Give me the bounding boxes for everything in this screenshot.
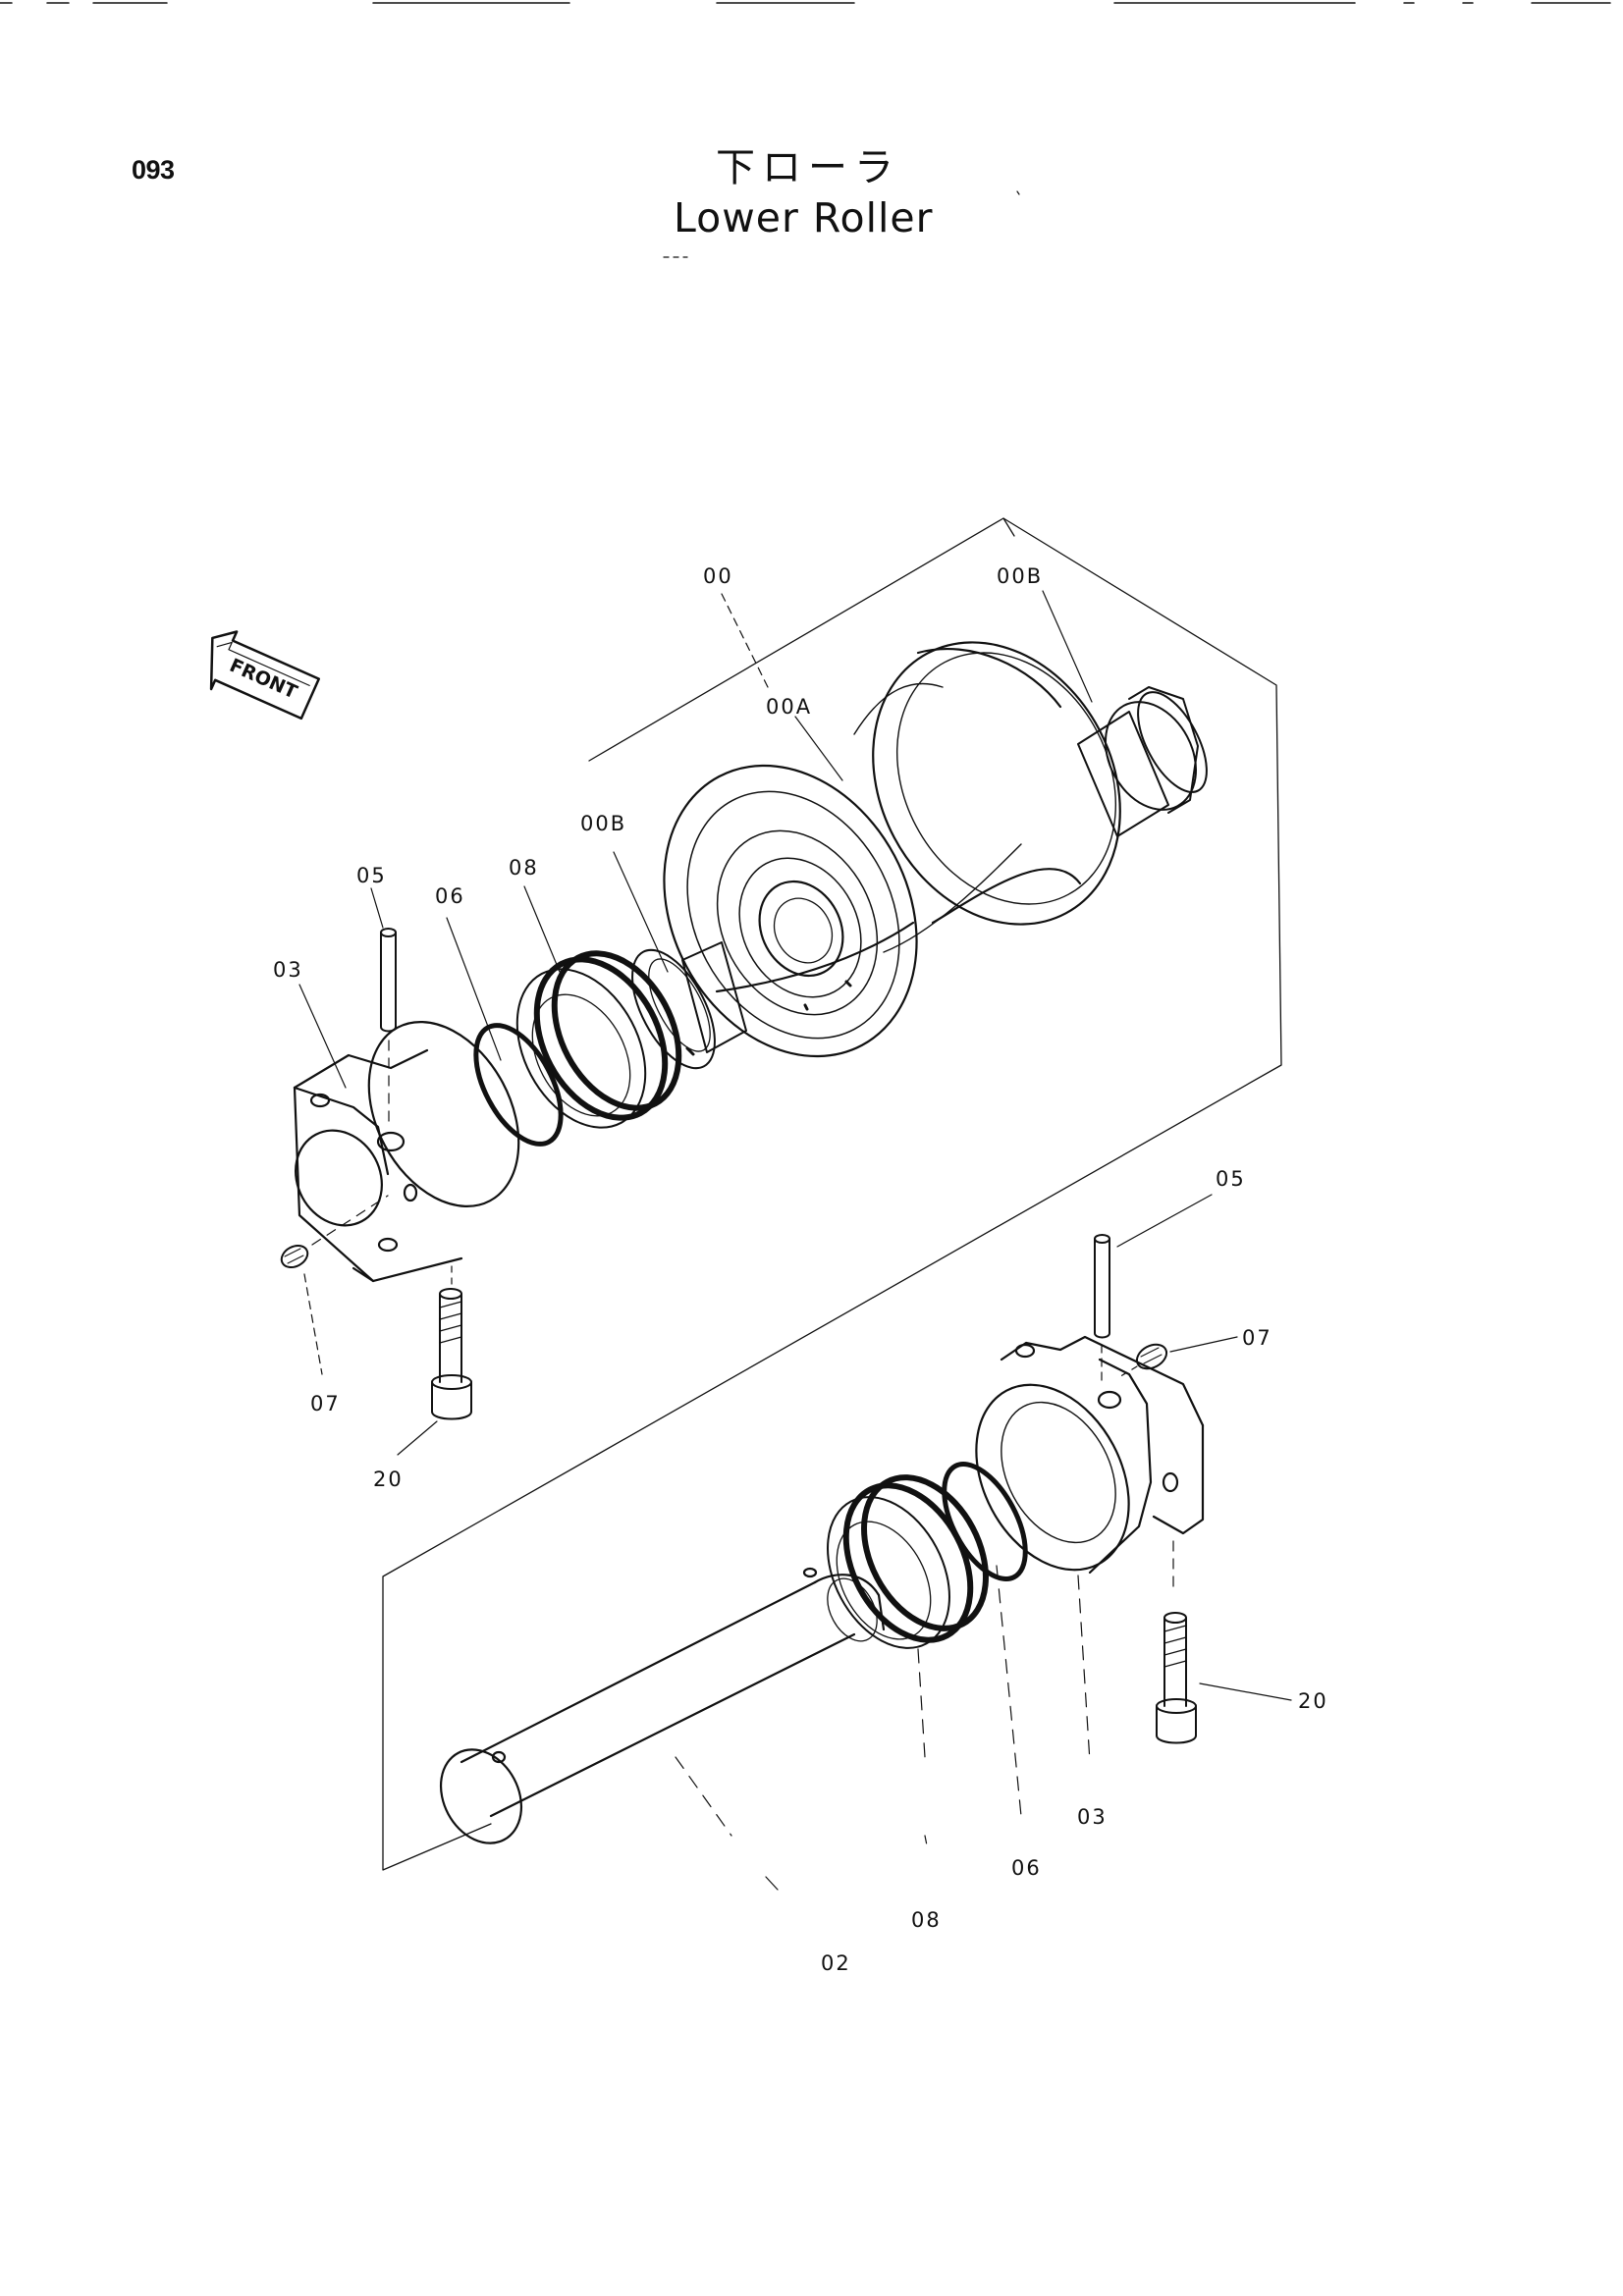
title-japanese: 下ローラ	[716, 145, 900, 190]
floating-seal-left	[515, 950, 682, 1129]
collar-right	[975, 1335, 1205, 1591]
callout-bolt-left: 20	[373, 1468, 404, 1491]
callout-bushing-left: 00B	[580, 812, 626, 835]
assembly-bracket-shaft	[382, 1454, 598, 1871]
callout-collar-left: 03	[273, 958, 303, 982]
front-arrow-icon: FRONT	[209, 630, 320, 721]
callout-pin-right: 05	[1216, 1167, 1246, 1191]
bushing-right	[1077, 686, 1208, 837]
callout-roller-assembly: 00	[703, 564, 733, 588]
speck-mark	[1016, 190, 1020, 195]
o-ring-right	[942, 1462, 1028, 1581]
title-english: Lower Roller	[674, 194, 934, 241]
callout-plug-left: 07	[310, 1392, 341, 1415]
shaft	[439, 1567, 886, 1844]
callout-o-ring-left: 06	[435, 884, 465, 908]
callout-shaft: 02	[821, 1951, 851, 1975]
callout-bolt-right: 20	[1298, 1689, 1328, 1713]
callout-roller-body: 00A	[766, 695, 812, 719]
pin-left	[380, 928, 397, 1130]
callout-o-ring-right: 06	[1011, 1856, 1042, 1880]
callout-floating-seal-left: 08	[509, 856, 539, 880]
leader-lines	[298, 590, 1292, 1891]
bushing-left	[631, 941, 747, 1070]
assembly-bracket-roller	[588, 517, 1282, 1456]
pin-right	[1094, 1234, 1110, 1383]
collar-left	[293, 1021, 520, 1283]
page-number: 093	[132, 155, 175, 185]
roller-body	[663, 641, 1121, 1058]
plug-right	[1116, 1343, 1168, 1379]
callout-plug-right: 07	[1242, 1326, 1272, 1350]
callout-pin-left: 05	[356, 864, 387, 887]
callout-bushing-right: 00B	[997, 564, 1043, 588]
bolt-right	[1156, 1612, 1197, 1744]
plug-left	[280, 1195, 389, 1269]
callout-collar-right: 03	[1077, 1805, 1108, 1829]
callout-floating-seal-right: 08	[911, 1908, 942, 1932]
callout-labels: 00 00A 00B 00B 05 06 08 03 07 20 05 07 2…	[273, 564, 1328, 1975]
front-arrow-label: FRONT	[227, 655, 300, 704]
bolt-left	[431, 1265, 472, 1420]
